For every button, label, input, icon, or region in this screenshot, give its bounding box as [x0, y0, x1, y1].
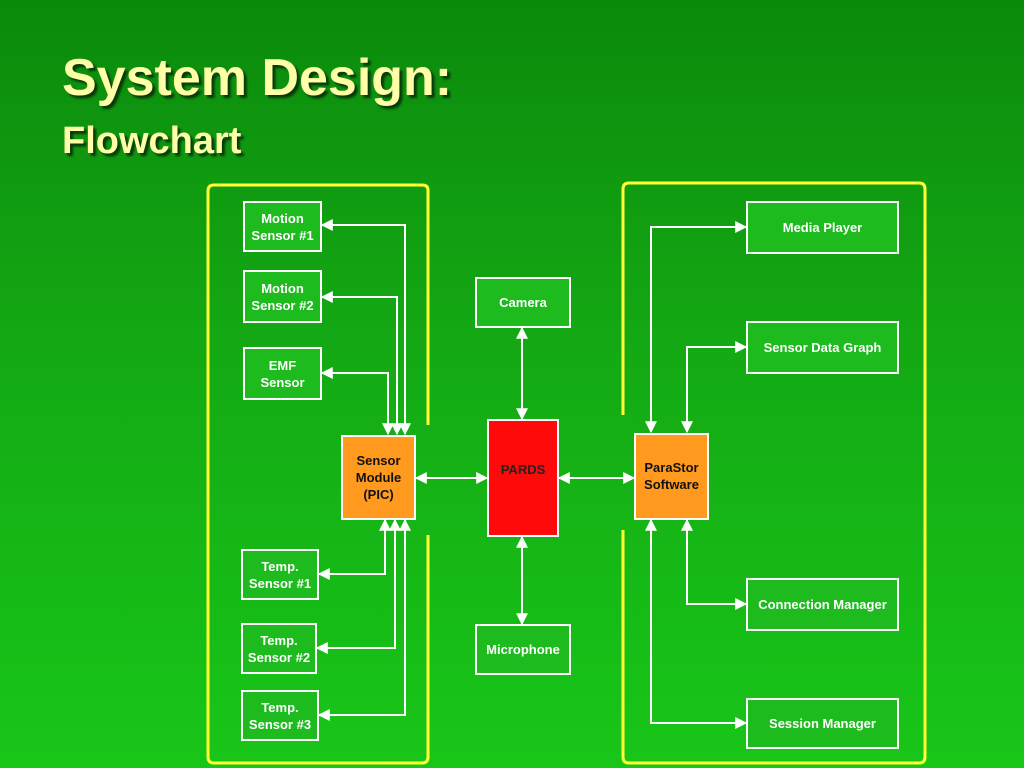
microphone-box: Microphone — [475, 624, 571, 675]
connector-session-manager — [645, 518, 748, 729]
right-group-boundary — [621, 181, 927, 765]
temp-sensor-3-box: Temp. Sensor #3 — [241, 690, 319, 741]
slide-title: System Design: — [62, 49, 453, 107]
slide-subtitle: Flowchart — [62, 120, 242, 162]
temp-sensor-1-box: Temp. Sensor #1 — [241, 549, 319, 600]
sensor-module-box: Sensor Module (PIC) — [341, 435, 416, 520]
temp-sensor-2-box: Temp. Sensor #2 — [241, 623, 317, 674]
camera-box: Camera — [475, 277, 571, 328]
connector-motion1 — [320, 219, 411, 436]
connector-motion2 — [320, 291, 403, 436]
connector-emf — [320, 367, 394, 436]
connector-media-player — [645, 221, 748, 434]
connector-sensor-graph — [681, 341, 748, 434]
media-player-box: Media Player — [746, 201, 899, 254]
motion-sensor-2-box: Motion Sensor #2 — [243, 270, 322, 323]
connector-temp1 — [317, 518, 391, 580]
session-manager-box: Session Manager — [746, 698, 899, 749]
motion-sensor-1-box: Motion Sensor #1 — [243, 201, 322, 252]
connector-temp3 — [317, 518, 411, 721]
sensor-data-graph-box: Sensor Data Graph — [746, 321, 899, 374]
emf-sensor-box: EMF Sensor — [243, 347, 322, 400]
left-group-boundary — [206, 183, 430, 765]
connection-manager-box: Connection Manager — [746, 578, 899, 631]
connector-connection-manager — [681, 518, 748, 610]
parastor-software-box: ParaStor Software — [634, 433, 709, 520]
pards-box: PARDS — [487, 419, 559, 537]
connector-temp2 — [315, 518, 401, 654]
